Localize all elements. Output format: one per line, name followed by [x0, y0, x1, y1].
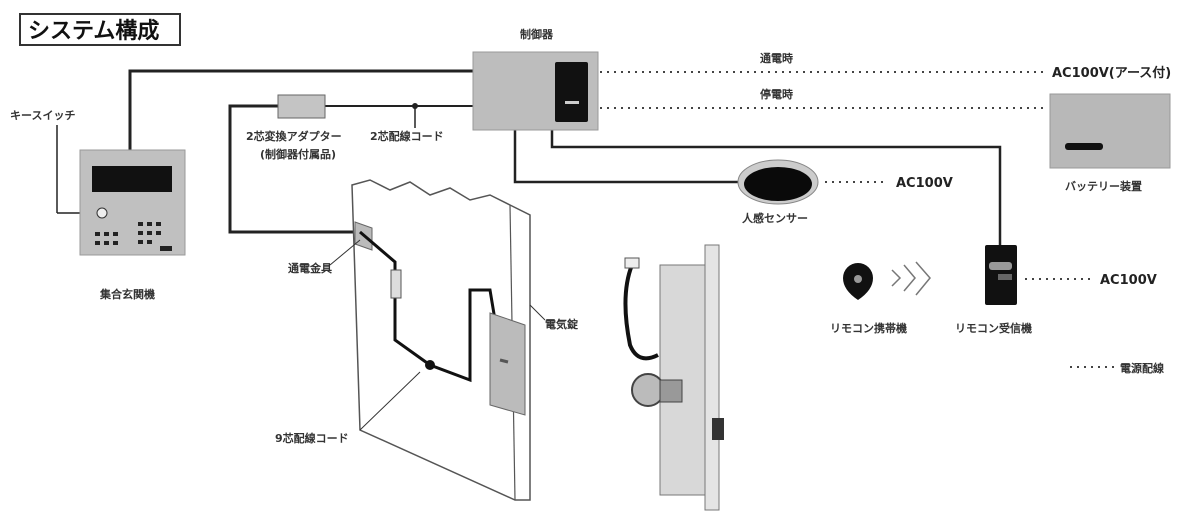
adapter-label: 2芯変換アダプター: [246, 129, 342, 143]
lock-mechanism: [623, 244, 724, 511]
normal-power-label: 通電時: [760, 51, 793, 65]
fob-label: リモコン携帯機: [830, 321, 907, 335]
controller-unit: 制御器: [472, 27, 599, 131]
battery-label: バッテリー装置: [1065, 179, 1142, 193]
adapter-note: (制御器付属品): [260, 147, 336, 161]
controller-label: 制御器: [520, 27, 554, 41]
key-switch-label: キースイッチ: [10, 109, 75, 122]
remote-fob: リモコン携帯機: [830, 261, 931, 335]
door: 通電金具 電気錠 9芯配線コード: [275, 179, 579, 501]
intercom-unit: 集合玄関機: [79, 149, 186, 301]
receiver-power-label: AC100V: [1100, 273, 1157, 288]
nine-core-cord-label: 9芯配線コード: [275, 431, 349, 445]
adapter: 2芯変換アダプター (制御器付属品) 2芯配線コード: [246, 94, 444, 161]
sensor-label: 人感センサー: [742, 211, 808, 225]
sensor-power-label: AC100V: [896, 176, 953, 191]
ac-ground-label: AC100V(アース付): [1052, 65, 1171, 81]
page-title: システム構成: [28, 18, 159, 44]
outage-power-label: 停電時: [760, 87, 793, 101]
motion-sensor: 人感センサー AC100V: [737, 159, 953, 225]
electric-lock-label: 電気錠: [545, 317, 579, 331]
title-box: システム構成: [19, 13, 181, 46]
wires: [56, 69, 1002, 245]
conduct-fitting-label: 通電金具: [288, 261, 332, 275]
battery-unit: バッテリー装置: [1049, 93, 1171, 193]
two-core-cord-label: 2芯配線コード: [370, 129, 444, 143]
legend-power-wiring: 電源配線: [1120, 361, 1164, 375]
power-lines: [600, 71, 1115, 368]
receiver-label: リモコン受信機: [955, 321, 1032, 335]
remote-receiver: リモコン受信機 AC100V: [955, 245, 1157, 335]
intercom-label: 集合玄関機: [99, 287, 155, 301]
signal-chevrons-icon: [891, 261, 931, 296]
